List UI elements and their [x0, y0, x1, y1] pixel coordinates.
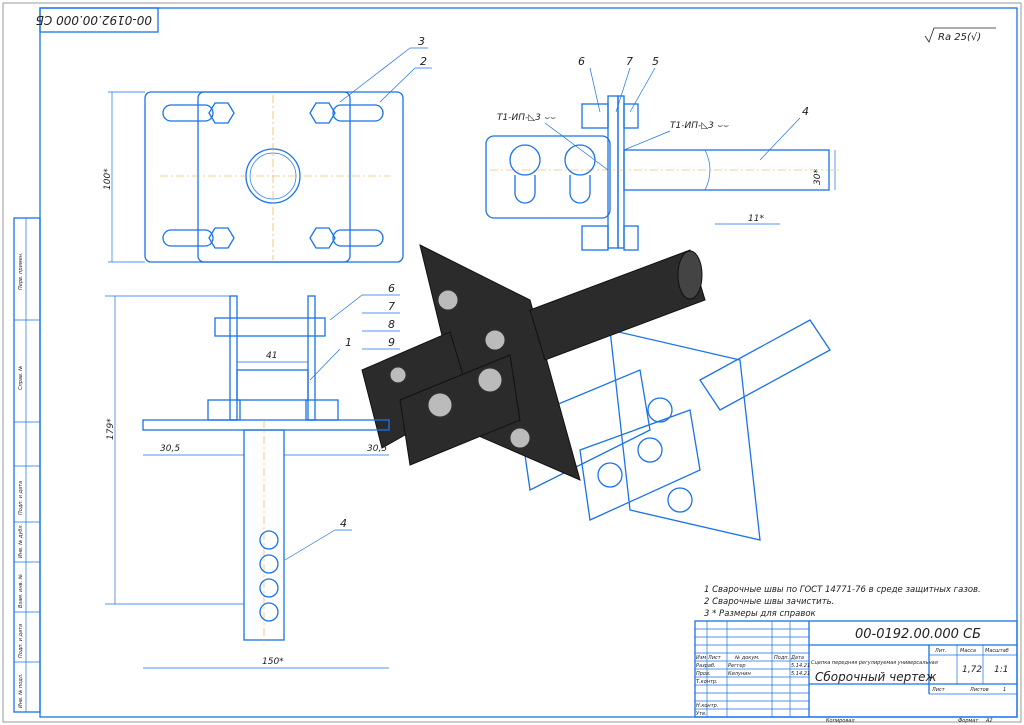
front-view: 6 7 5 4 Т1-ИП-◺3 ⌣⌣ Т1-ИП-◺3 ⌣⌣ 30* 11*: [485, 55, 840, 251]
dimension-label: 30*: [813, 169, 823, 185]
side-stamp: Перв. примен. Справ. № Подп. и дата Инв.…: [13, 217, 41, 713]
role-cell: Пров.: [696, 671, 711, 677]
product-name: Сцепка передняя регулируемая универсальн…: [811, 660, 938, 666]
header-cell: Подп.: [774, 655, 789, 661]
mass-value: 1,72: [962, 665, 982, 675]
sheet-label: Лист: [931, 687, 946, 693]
format-value: A2: [985, 718, 993, 724]
note: 2 Сварочные швы зачистить.: [704, 597, 834, 607]
side-stamp-label: Справ. №: [18, 366, 24, 390]
dimension-label: 41: [266, 351, 277, 361]
side-stamp-label: Инв. № подл.: [18, 674, 24, 709]
dimension-label: 30,5: [367, 444, 387, 454]
header-cell: Изм: [696, 655, 706, 661]
callout-label: 5: [652, 55, 659, 68]
header-cell: № докум.: [734, 655, 760, 661]
side-stamp-label: Инв. № дубл.: [18, 524, 24, 558]
callout-label: 1: [345, 336, 352, 349]
format-label: Формат: [958, 718, 979, 724]
role-cell: Н.контр.: [696, 703, 718, 709]
note: 1 Сварочные швы по ГОСТ 14771-76 в среде…: [704, 585, 981, 595]
side-stamp-label: Подп. и дата: [18, 624, 24, 658]
weld-mark: Т1-ИП-◺3 ⌣⌣: [497, 113, 557, 123]
designation-stamp: 00-0192.00.000 СБ: [36, 13, 152, 27]
role-cell: Т.контр.: [696, 679, 718, 685]
date-cell: 5.14.21: [791, 671, 810, 677]
dimension-label: 179*: [106, 418, 116, 440]
callout-label: 2: [420, 55, 427, 68]
weld-mark: Т1-ИП-◺3 ⌣⌣: [670, 121, 730, 131]
role-cell: Утв.: [696, 711, 707, 717]
side-view: 179* 41 30,5 30,5 150* 6 7 8 9 1 4: [105, 282, 400, 669]
dimension-label: 100*: [103, 168, 113, 190]
callout-label: 6: [578, 55, 585, 68]
callout-label: 9: [388, 336, 395, 349]
callout-label: 4: [802, 105, 809, 118]
callout-label: 3: [418, 35, 425, 48]
note: 3 * Размеры для справок: [704, 609, 817, 619]
date-cell: 5.14.21: [791, 663, 810, 669]
mass-label: Масса: [960, 648, 976, 654]
side-stamp-label: Взам. инв. №: [18, 574, 24, 608]
isometric-3d-view: [361, 244, 706, 481]
name-cell: Килунин: [728, 671, 751, 677]
header-cell: Дата: [790, 655, 804, 661]
sheets-label: Листов: [969, 687, 989, 693]
scale-label: Масштаб: [985, 648, 1009, 654]
lit-label: Лит.: [934, 648, 947, 654]
scale-value: 1:1: [994, 665, 1008, 675]
callout-label: 4: [340, 517, 347, 530]
technical-notes: 1 Сварочные швы по ГОСТ 14771-76 в среде…: [704, 585, 981, 619]
roughness-mark: Ra 25(√): [938, 32, 981, 43]
dimension-label: 150*: [262, 657, 284, 667]
name-cell: Реггер: [728, 663, 746, 669]
callout-label: 7: [626, 55, 633, 68]
callout-label: 8: [388, 318, 395, 331]
document-type: Сборочный чертеж: [815, 670, 937, 684]
role-cell: Разраб.: [696, 663, 716, 669]
top-view: 100* 3 2: [103, 35, 432, 263]
side-stamp-label: Перв. примен.: [18, 252, 24, 290]
copied-label: Копировал: [826, 718, 855, 724]
dimension-label: 11*: [748, 214, 764, 224]
sheets-value: 1: [1003, 687, 1006, 693]
side-stamp-label: Подп. и дата: [18, 481, 24, 515]
title-block: 00-0192.00.000 СБ Сцепка передняя регули…: [694, 620, 1018, 724]
isometric-wireframe-view: [519, 319, 831, 541]
callout-label: 6: [388, 282, 395, 295]
header-cell: Лист: [707, 655, 722, 661]
dimension-label: 30,5: [160, 444, 180, 454]
callout-label: 7: [388, 300, 395, 313]
designation: 00-0192.00.000 СБ: [855, 627, 981, 642]
